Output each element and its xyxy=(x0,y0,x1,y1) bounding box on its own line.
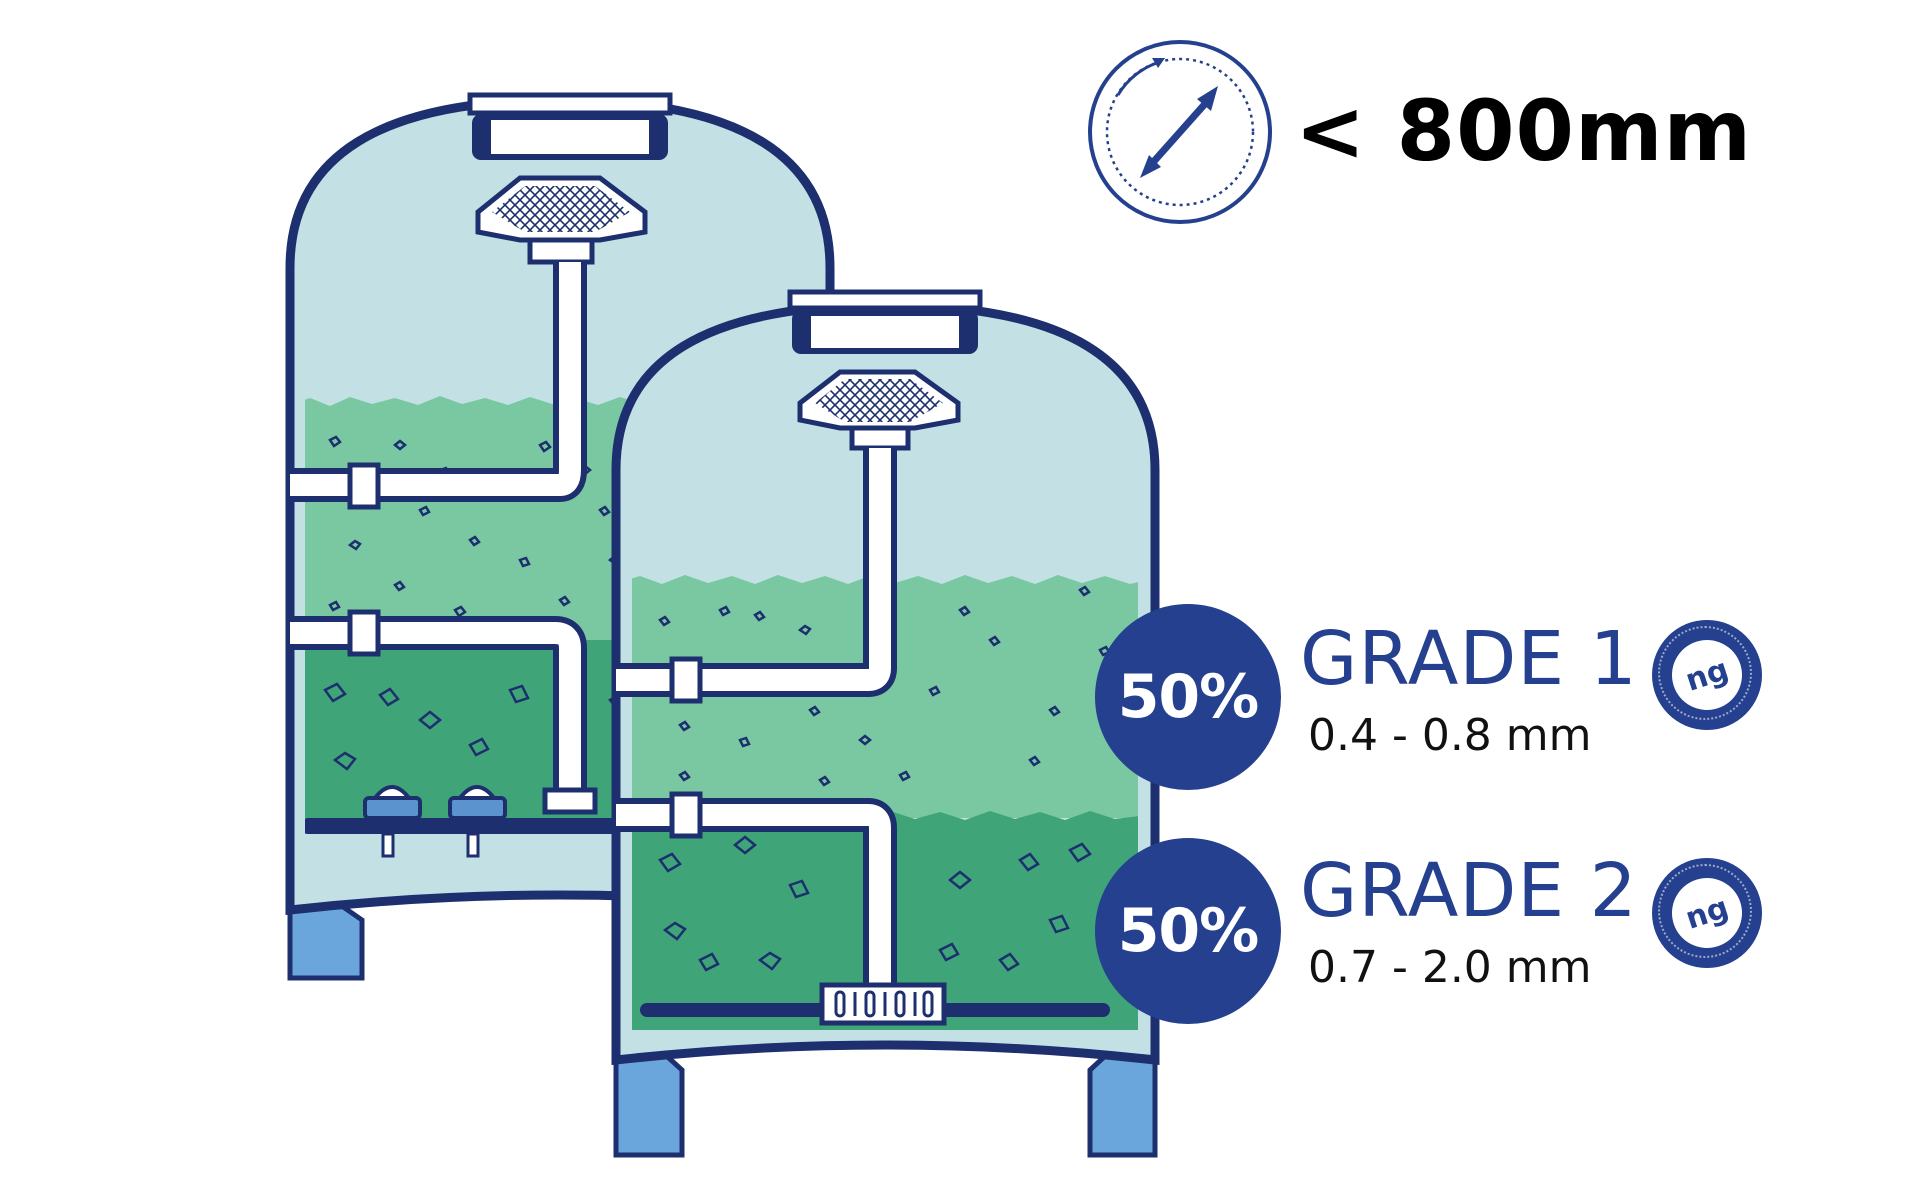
front-tank-flange xyxy=(792,310,978,354)
grade2-percent-badge: 50% xyxy=(1095,838,1281,1024)
grade2-seal-text: ng xyxy=(1681,889,1733,937)
front-tank-media-upper xyxy=(632,575,1138,818)
back-tank-nozzle-right xyxy=(448,785,507,858)
grade1-seal-text: ng xyxy=(1681,651,1733,699)
front-tank-collector-hub xyxy=(819,982,947,1026)
grade1-title: GRADE 1 xyxy=(1300,616,1638,702)
grade1-percent-badge: 50% xyxy=(1095,604,1281,790)
grade1-size: 0.4 - 0.8 mm xyxy=(1308,710,1592,761)
grade1-ng-seal-icon: ng xyxy=(1652,620,1762,730)
grade2-ng-seal-icon: ng xyxy=(1652,858,1762,968)
back-tank-flange xyxy=(472,114,668,160)
grade2-title: GRADE 2 xyxy=(1300,848,1638,934)
grade2-seal-ring xyxy=(1658,864,1752,958)
grade2-size: 0.7 - 2.0 mm xyxy=(1308,942,1592,993)
back-tank-lid xyxy=(467,92,673,116)
grade1-percent: 50% xyxy=(1117,662,1260,732)
diameter-label: < 800mm xyxy=(1295,82,1753,180)
diameter-arrow-icon xyxy=(1088,40,1272,224)
grade2-percent: 50% xyxy=(1117,896,1260,966)
grade1-seal-ring xyxy=(1658,626,1752,720)
back-tank-nozzle-left xyxy=(363,785,422,858)
front-filter-tank xyxy=(611,289,1160,1158)
front-tank-lid xyxy=(787,289,983,311)
